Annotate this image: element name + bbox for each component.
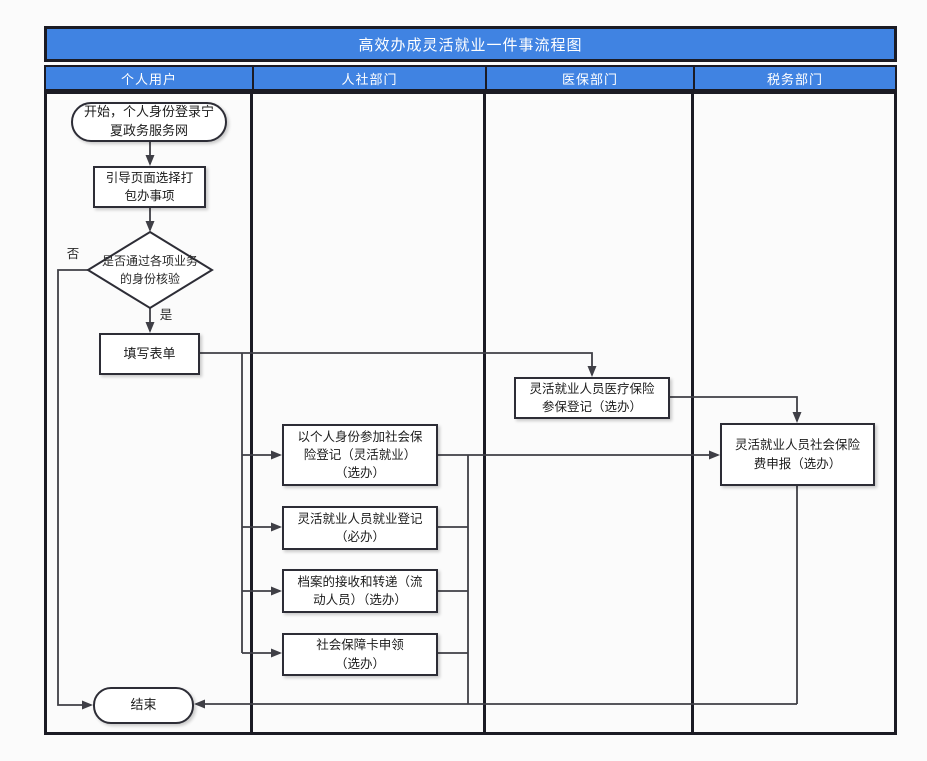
- decision-diamond: [86, 230, 214, 310]
- start-node: 开始，个人身份登录宁 夏政务服务网: [71, 102, 227, 142]
- end-node: 结束: [93, 687, 194, 724]
- edge-label-yes: 是: [159, 307, 173, 322]
- guide-page-node: 引导页面选择打 包办事项: [93, 166, 206, 208]
- swimlane-body-frame: [44, 91, 897, 735]
- lane-divider-1: [250, 91, 253, 735]
- fill-form-node: 填写表单: [99, 333, 200, 375]
- lane-header-personal-user: 个人用户: [44, 65, 254, 91]
- lane-divider-3: [691, 91, 694, 735]
- flowchart-title: 高效办成灵活就业一件事流程图: [44, 26, 897, 62]
- social-card-node: 社会保障卡申领 （选办）: [282, 633, 438, 676]
- medical-insurance-node: 灵活就业人员医疗保险 参保登记（选办）: [514, 377, 670, 419]
- edge-label-no: 否: [66, 246, 80, 261]
- lane-header-medical-insurance-dept: 医保部门: [485, 65, 695, 91]
- lane-divider-2: [483, 91, 486, 735]
- lane-header-tax-dept: 税务部门: [693, 65, 897, 91]
- decision-node-label: 是否通过各项业务 的身份核验: [101, 254, 198, 286]
- archives-transfer-node: 档案的接收和转递（流 动人员）（选办）: [282, 569, 438, 613]
- social-insurance-reg-node: 以个人身份参加社会保 险登记（灵活就业） （选办）: [282, 424, 438, 486]
- lane-header-hr-social-dept: 人社部门: [252, 65, 487, 91]
- employment-reg-node: 灵活就业人员就业登记 （必办）: [282, 506, 438, 550]
- tax-declare-node: 灵活就业人员社会保险 费申报（选办）: [720, 423, 875, 486]
